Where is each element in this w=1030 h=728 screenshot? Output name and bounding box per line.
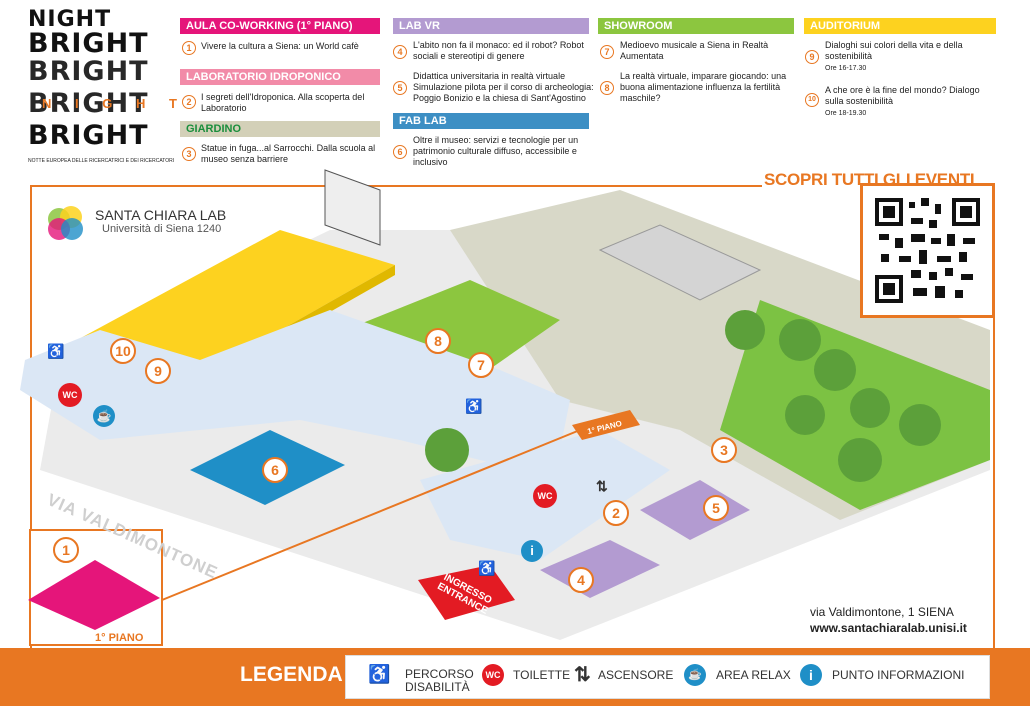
event-text: Vivere la cultura a Siena: un World cafè bbox=[201, 41, 359, 51]
category-lab-vr: LAB VR bbox=[393, 18, 589, 34]
info-icon[interactable]: i bbox=[521, 540, 543, 562]
area-marker-8[interactable]: 8 bbox=[425, 328, 451, 354]
category-aula-coworking: AULA CO-WORKING (1° PIANO) bbox=[180, 18, 380, 34]
event-text: I segreti dell'Idroponica. Alla scoperta… bbox=[201, 92, 365, 113]
address: via Valdimontone, 1 SIENA bbox=[810, 605, 954, 619]
logo-line-2: BRIGHT bbox=[28, 56, 149, 87]
logo-accent-letters: N I G H T bbox=[42, 96, 187, 111]
santa-chiara-lab-logo-icon bbox=[45, 205, 87, 241]
event-time: Ore 18-19.30 bbox=[825, 110, 867, 117]
event-number: 9 bbox=[805, 50, 819, 64]
wc-icon[interactable]: WC bbox=[58, 383, 82, 407]
brand-subtitle: Università di Siena 1240 bbox=[102, 223, 222, 235]
area-marker-10[interactable]: 10 bbox=[110, 338, 136, 364]
accessibility-icon: ♿ bbox=[368, 664, 391, 684]
event-number: 7 bbox=[600, 45, 614, 59]
elevator-icon: ⇅ bbox=[574, 664, 591, 686]
area-marker-4[interactable]: 4 bbox=[568, 567, 594, 593]
legend-box bbox=[345, 655, 990, 699]
accessibility-icon: ♿ bbox=[465, 398, 483, 414]
legend-label-info: PUNTO INFORMAZIONI bbox=[832, 668, 965, 682]
area-marker-5[interactable]: 5 bbox=[703, 495, 729, 521]
relax-cup-icon: ☕ bbox=[684, 664, 706, 686]
area-marker-3[interactable]: 3 bbox=[711, 437, 737, 463]
event-number: 2 bbox=[182, 95, 196, 109]
website-link[interactable]: www.santachiaralab.unisi.it bbox=[810, 621, 967, 635]
event-text: Didattica universitaria in realtà virtua… bbox=[413, 71, 594, 103]
legend-label-ascensore: ASCENSORE bbox=[598, 668, 674, 682]
event-number: 8 bbox=[600, 81, 614, 95]
area-marker-2[interactable]: 2 bbox=[603, 500, 629, 526]
area-marker-6[interactable]: 6 bbox=[262, 457, 288, 483]
event-number: 4 bbox=[393, 45, 407, 59]
brand-name: SANTA CHIARA LAB bbox=[95, 207, 227, 223]
qr-pattern-icon bbox=[875, 198, 980, 303]
event-number: 5 bbox=[393, 81, 407, 95]
info-icon: i bbox=[800, 664, 822, 686]
legend-label-area-relax: AREA RELAX bbox=[716, 668, 791, 682]
floor-label: 1° PIANO bbox=[95, 632, 144, 644]
accessibility-icon: ♿ bbox=[478, 560, 496, 576]
logo-line-3: BRIGHT bbox=[28, 88, 149, 119]
event-text: L'abito non fa il monaco: ed il robot? R… bbox=[413, 40, 584, 61]
legend-title: LEGENDA bbox=[240, 663, 343, 686]
event-number: 3 bbox=[182, 147, 196, 161]
event-number: 1 bbox=[182, 41, 196, 55]
event-number: 10 bbox=[805, 93, 819, 107]
area-marker-1[interactable]: 1 bbox=[53, 537, 79, 563]
legend-label-toilette: TOILETTE bbox=[513, 668, 571, 682]
category-auditorium: AUDITORIUM bbox=[804, 18, 996, 34]
area-marker-7[interactable]: 7 bbox=[468, 352, 494, 378]
wc-icon[interactable]: WC bbox=[533, 484, 557, 508]
logo-line-1: BRIGHT bbox=[28, 28, 149, 59]
event-text: Dialoghi sui colori della vita e della s… bbox=[825, 40, 963, 61]
relax-cup-icon[interactable]: ☕ bbox=[93, 405, 115, 427]
event-text: A che ore è la fine del mondo? Dialogo s… bbox=[825, 85, 980, 106]
accessibility-icon: ♿ bbox=[47, 343, 65, 359]
legend-label-percorso: PERCORSO DISABILITÀ bbox=[405, 667, 474, 694]
event-text: Statue in fuga...al Sarrocchi. Dalla scu… bbox=[201, 143, 376, 164]
event-time: Ore 16-17.30 bbox=[825, 65, 867, 72]
category-giardino: GIARDINO bbox=[180, 121, 380, 137]
qr-code[interactable] bbox=[860, 183, 995, 318]
logo-subtitle: NOTTE EUROPEA DELLE RICERCATRICI E DEI R… bbox=[28, 158, 175, 164]
category-laboratorio-idroponico: LABORATORIO IDROPONICO bbox=[180, 69, 380, 85]
elevator-icon: ⇅ bbox=[596, 478, 608, 494]
logo-line-4: BRIGHT bbox=[28, 120, 149, 151]
event-number: 6 bbox=[393, 145, 407, 159]
event-text: Oltre il museo: servizi e tecnologie per… bbox=[413, 135, 579, 167]
event-text: Medioevo musicale a Siena in Realtà Aume… bbox=[620, 40, 769, 61]
wc-icon: WC bbox=[482, 664, 504, 686]
category-showroom: SHOWROOM bbox=[598, 18, 794, 34]
event-text: La realtà virtuale, imparare giocando: u… bbox=[620, 71, 787, 103]
category-fab-lab: FAB LAB bbox=[393, 113, 589, 129]
area-marker-9[interactable]: 9 bbox=[145, 358, 171, 384]
logo-line-night: NIGHT bbox=[28, 7, 112, 32]
